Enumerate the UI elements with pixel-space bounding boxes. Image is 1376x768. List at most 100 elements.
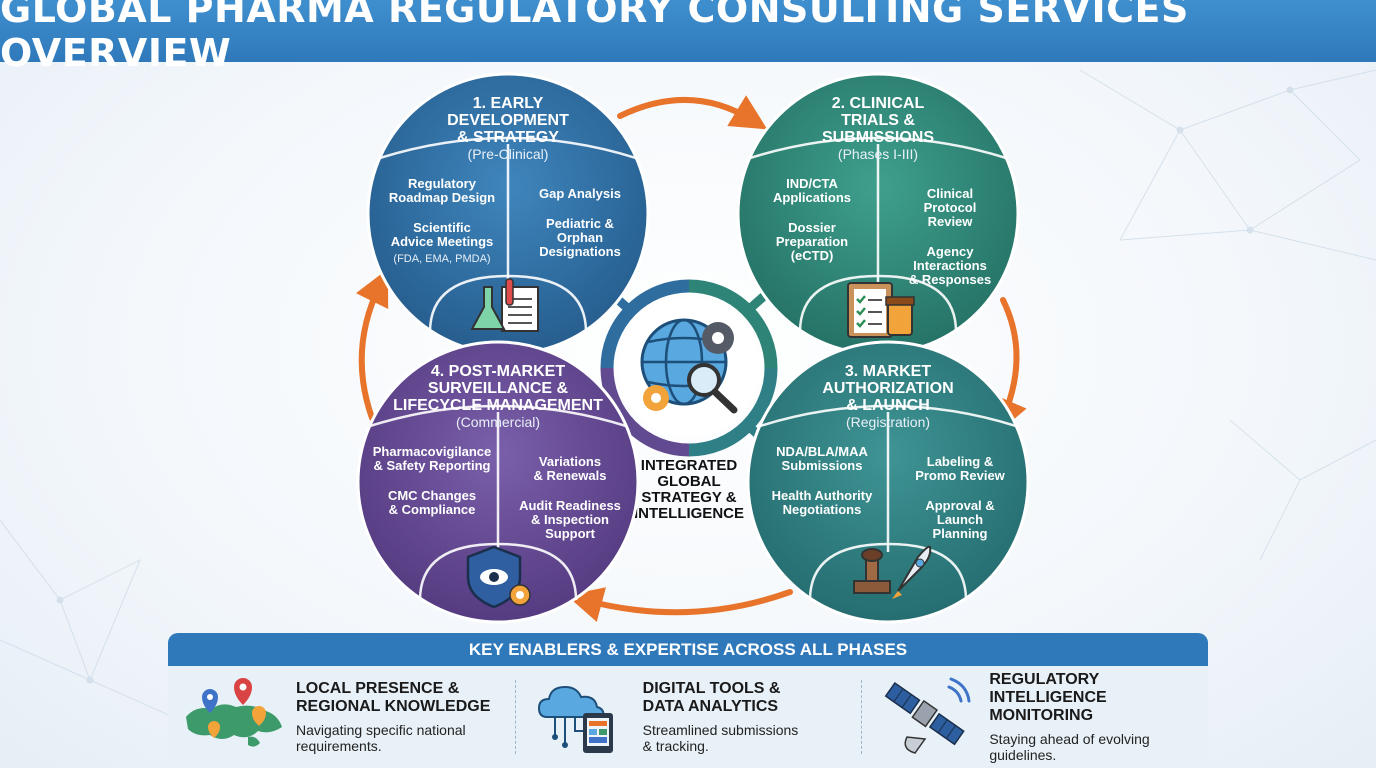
service-item-line: Dossier xyxy=(788,220,836,235)
phase-divider xyxy=(749,136,1007,160)
phase-title-line: SURVEILLANCE & xyxy=(428,380,569,397)
service-item-line: Preparation xyxy=(776,234,848,249)
enabler-local-presence: LOCAL PRESENCE & REGIONAL KNOWLEDGE Navi… xyxy=(168,666,515,768)
satellite-icon xyxy=(884,677,971,754)
phase-title-line: TRIALS & xyxy=(841,112,915,129)
center-label-text-line: INTELLIGENCE xyxy=(634,505,744,522)
key-enablers-list: LOCAL PRESENCE & REGIONAL KNOWLEDGE Navi… xyxy=(168,666,1208,768)
lab-document-icon xyxy=(470,278,539,332)
center-label-text-line: STRATEGY & xyxy=(641,489,736,506)
enabler-digital-tools: DIGITAL TOOLS & DATA ANALYTICS Streamlin… xyxy=(514,666,862,768)
service-item: Variations& Renewals xyxy=(534,454,607,483)
service-item-line: (eCTD) xyxy=(791,248,834,263)
service-item-line: & Renewals xyxy=(534,468,607,483)
service-item-line: Health Authority xyxy=(772,488,873,503)
service-item-line: & Safety Reporting xyxy=(373,458,490,473)
phase-title-line: 1. EARLY xyxy=(473,95,544,112)
service-item-line: Promo Review xyxy=(915,468,1005,483)
cycle-arrows xyxy=(355,95,1027,622)
page-title: GLOBAL PHARMA REGULATORY CONSULTING SERV… xyxy=(0,0,1189,75)
service-item-line: Gap Analysis xyxy=(539,186,621,201)
phase-divider xyxy=(428,274,588,333)
service-item-line: Launch xyxy=(937,512,983,527)
service-item-line: Protocol xyxy=(924,200,977,215)
service-item-line: Review xyxy=(928,214,974,229)
enabler-description: Staying ahead of evolving guidelines. xyxy=(989,731,1150,763)
phase-subtitle: (Commercial) xyxy=(456,414,540,430)
service-item: Labeling &Promo Review xyxy=(915,454,1005,483)
service-item-line: Roadmap Design xyxy=(389,190,495,205)
service-item-line: Pediatric & xyxy=(546,216,614,231)
key-enablers-panel: KEY ENABLERS & EXPERTISE ACROSS ALL PHAS… xyxy=(168,633,1208,768)
service-item-line: Scientific xyxy=(413,220,471,235)
service-item-line: Variations xyxy=(539,454,601,469)
clipboard-medicine-icon xyxy=(847,282,915,338)
phase-divider xyxy=(379,136,637,160)
phase-title-line: & STRATEGY xyxy=(457,129,559,146)
service-item: CMC Changes& Compliance xyxy=(388,488,476,517)
service-item-line: Advice Meetings xyxy=(391,234,494,249)
service-item-line: NDA/BLA/MAA xyxy=(776,444,868,459)
service-item-line: Support xyxy=(545,526,595,541)
phase-title-line: AUTHORIZATION xyxy=(822,380,953,397)
service-item-line: Audit Readiness xyxy=(519,498,621,513)
phase-title-line: SUBMISSIONS xyxy=(822,129,934,146)
service-item-line: Clinical xyxy=(927,186,973,201)
service-item-line: Labeling & xyxy=(927,454,993,469)
enabler-regulatory-intelligence: REGULATORY INTELLIGENCE MONITORING Stayi… xyxy=(861,666,1208,768)
phase-divider xyxy=(808,542,968,601)
service-item-line: Approval & xyxy=(925,498,994,513)
service-item: Pharmacovigilance& Safety Reporting xyxy=(373,444,492,473)
service-item-line: IND/CTA xyxy=(786,176,838,191)
service-item-line: Agency xyxy=(927,244,975,259)
cloud-tablet-icon xyxy=(537,685,613,753)
world-map-pins-icon xyxy=(186,678,282,747)
service-item-line: Orphan xyxy=(557,230,603,245)
phase-divider xyxy=(798,274,958,333)
phase-title-line: 3. MARKET xyxy=(845,363,931,380)
service-item-line: Designations xyxy=(539,244,621,259)
arrow-1-to-2 xyxy=(617,95,768,130)
service-item-line: Applications xyxy=(773,190,851,205)
service-item-line: Pharmacovigilance xyxy=(373,444,492,459)
shield-eye-icon xyxy=(466,545,531,609)
enabler-title: DIGITAL TOOLS & DATA ANALYTICS xyxy=(642,680,781,715)
service-note: (FDA, EMA, PMDA) xyxy=(393,253,490,265)
globe-gears-magnifier-icon xyxy=(640,318,738,414)
phase-subtitle: (Registration) xyxy=(846,414,930,430)
enabler-title: LOCAL PRESENCE & REGIONAL KNOWLEDGE xyxy=(296,680,491,715)
service-item-line: Regulatory xyxy=(408,176,477,191)
service-item-line: CMC Changes xyxy=(388,488,476,503)
key-enablers-heading: KEY ENABLERS & EXPERTISE ACROSS ALL PHAS… xyxy=(168,633,1208,666)
phase-title-line: & LAUNCH xyxy=(846,397,930,414)
phase-title-line: 4. POST-MARKET xyxy=(431,363,565,380)
arrow-3-to-4 xyxy=(566,587,793,622)
arrow-2-to-3 xyxy=(993,297,1027,435)
arrow-4-to-1 xyxy=(355,268,389,421)
service-item-line: Interactions xyxy=(913,258,987,273)
center-label-text-line: INTEGRATED xyxy=(641,457,738,474)
phase-divider xyxy=(369,404,627,428)
background-network xyxy=(0,69,1376,721)
phase-divider xyxy=(759,404,1017,428)
title-bar: GLOBAL PHARMA REGULATORY CONSULTING SERV… xyxy=(0,0,1376,75)
service-item-line: & Responses xyxy=(909,272,991,287)
